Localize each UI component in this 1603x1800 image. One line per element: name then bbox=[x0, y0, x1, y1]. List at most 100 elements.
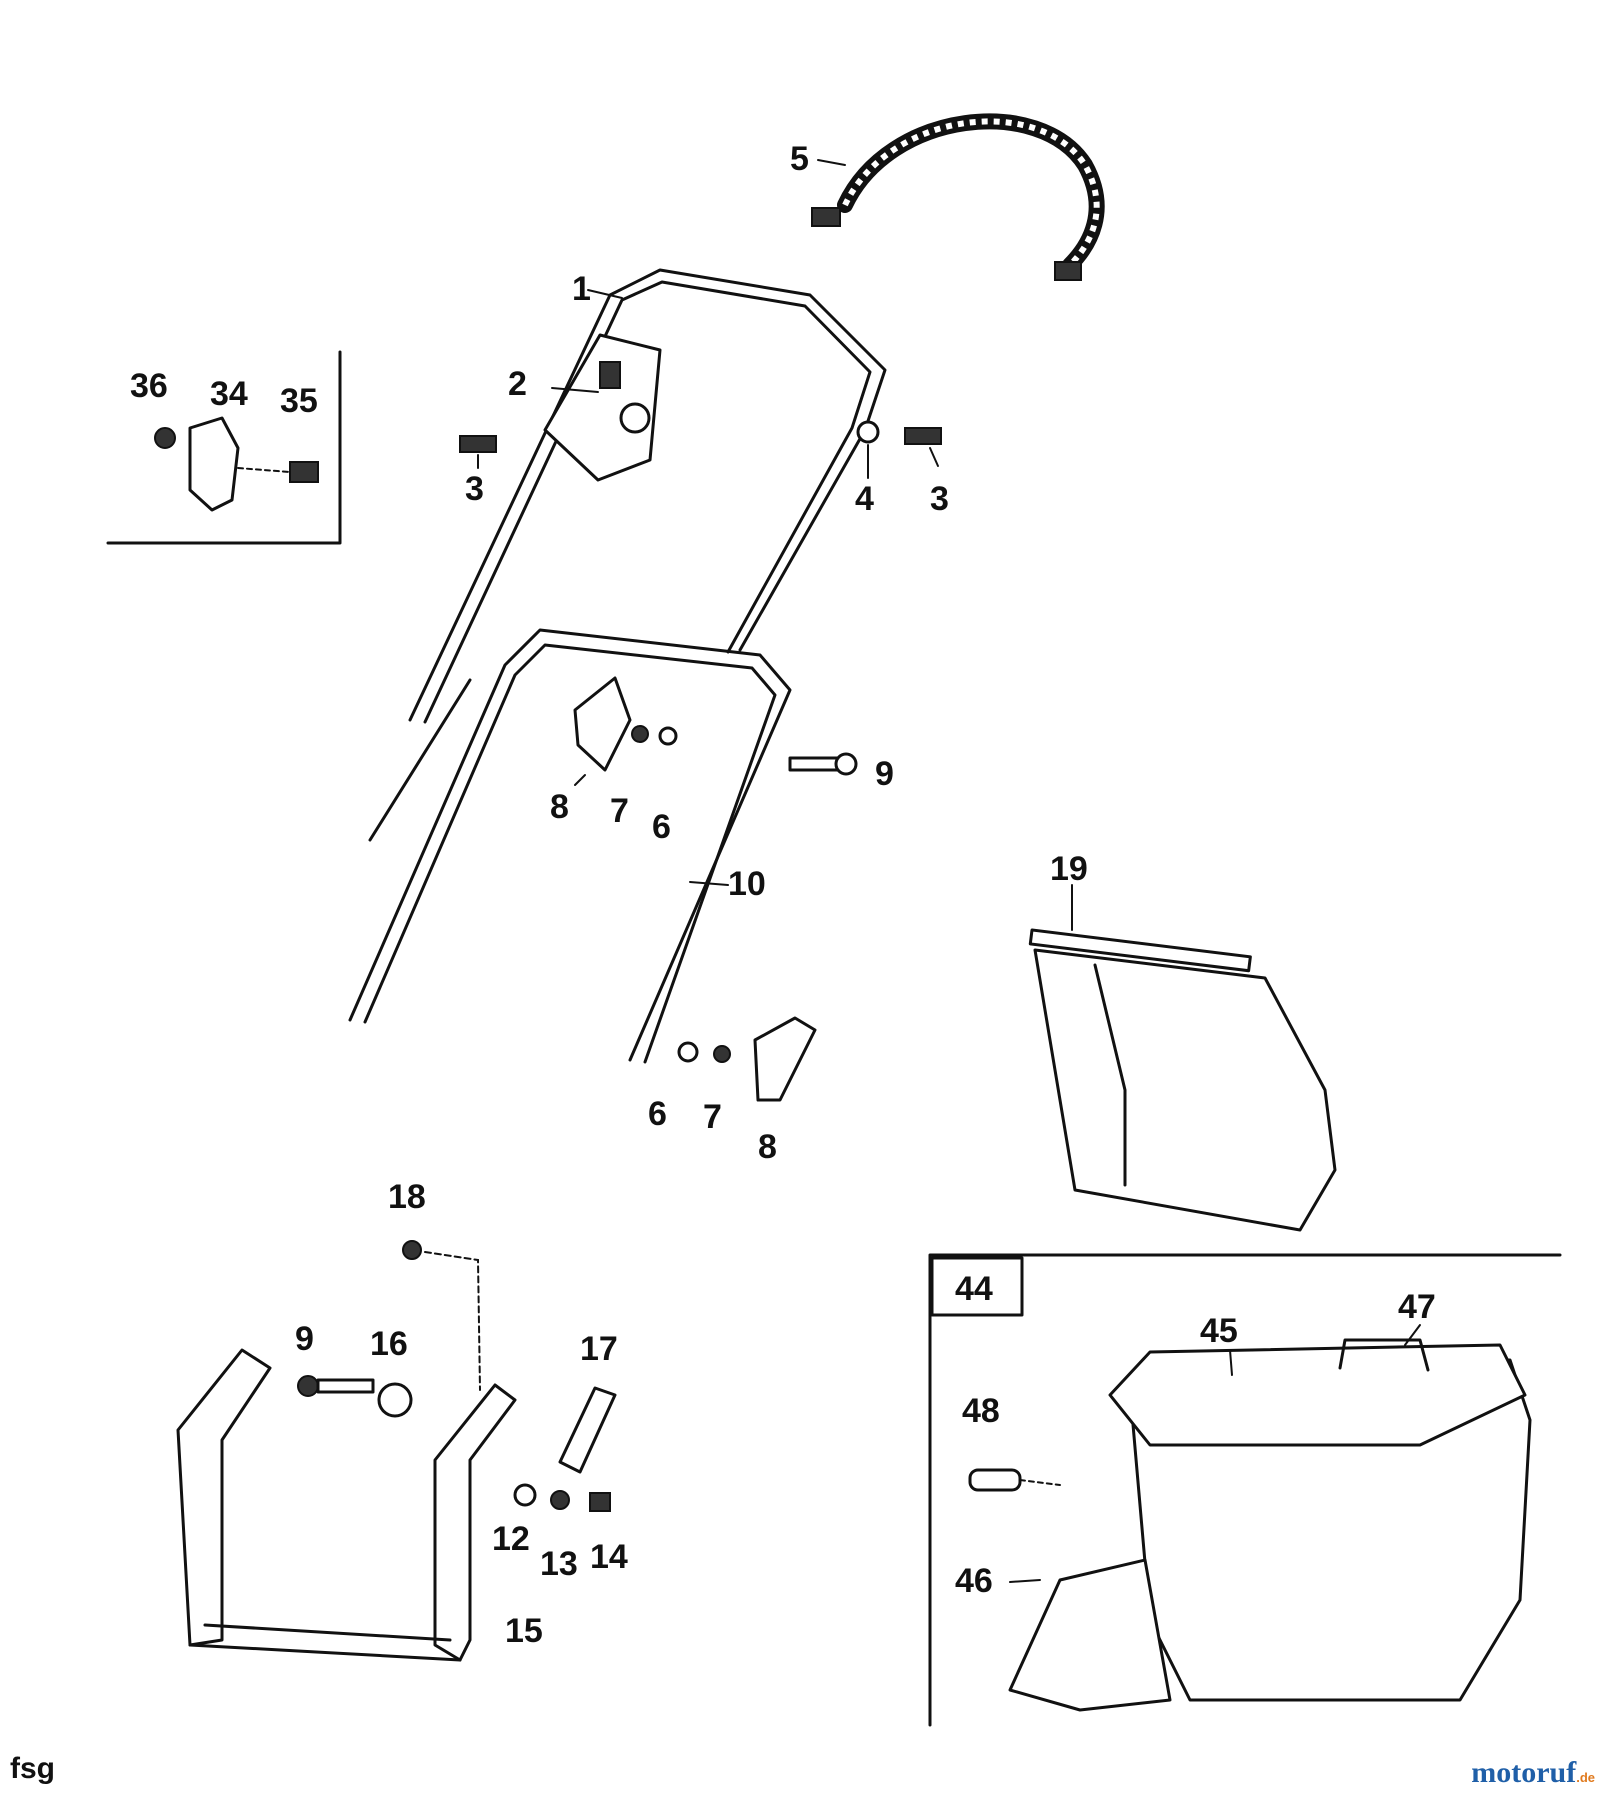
part-14-nut bbox=[589, 1492, 611, 1512]
label-9-lower: 9 bbox=[295, 1320, 314, 1358]
label-47: 47 bbox=[1398, 1288, 1436, 1326]
label-8-upper: 8 bbox=[550, 788, 569, 826]
leader-1 bbox=[587, 289, 623, 299]
brand-name: motoruf bbox=[1471, 1756, 1577, 1789]
part-9-bolt-head-upper bbox=[834, 752, 858, 776]
part-35-screw bbox=[289, 461, 319, 483]
brand-suffix: .de bbox=[1576, 1770, 1595, 1785]
part-2-switch-button bbox=[599, 361, 621, 389]
label-36: 36 bbox=[130, 367, 168, 405]
label-5: 5 bbox=[790, 140, 809, 178]
label-10: 10 bbox=[728, 865, 766, 903]
part-5-cable bbox=[837, 113, 1105, 273]
label-3-right: 3 bbox=[930, 480, 949, 518]
part-19-flap-fold bbox=[1093, 963, 1127, 1187]
leader-5 bbox=[817, 159, 846, 166]
part-7-nut-upper bbox=[631, 725, 649, 743]
lower-handle-left-strut bbox=[368, 678, 472, 842]
part-7-nut-lower bbox=[713, 1045, 731, 1063]
part-5-end-b bbox=[1054, 261, 1082, 281]
part-10-lower-handle-group: 10 bbox=[348, 628, 792, 1064]
label-16: 16 bbox=[370, 1325, 408, 1363]
label-7-upper: 7 bbox=[610, 792, 629, 830]
leader-10 bbox=[689, 881, 729, 886]
grass-catcher-inset-group: 44 45 47 48 46 bbox=[928, 1253, 1562, 1727]
part-3-screw-left bbox=[459, 435, 497, 453]
label-9-upper: 9 bbox=[875, 755, 894, 793]
part-2-switch-box bbox=[543, 333, 662, 482]
part-15-bracket-bottom-inner bbox=[203, 1623, 452, 1642]
part-15-bracket-left-side bbox=[176, 1348, 272, 1647]
part-3-screw-right bbox=[904, 427, 942, 445]
part-5-end-a bbox=[811, 207, 841, 227]
leader-46 bbox=[1009, 1579, 1041, 1583]
leader-48 bbox=[1019, 1479, 1061, 1486]
label-46: 46 bbox=[955, 1562, 993, 1600]
label-6-lower: 6 bbox=[648, 1095, 667, 1133]
knob-set-upper: 8 7 6 9 bbox=[550, 676, 894, 846]
part-47-carry-handle bbox=[1338, 1338, 1430, 1372]
part-8-knob-upper bbox=[573, 676, 632, 772]
label-4: 4 bbox=[855, 480, 874, 518]
label-12: 12 bbox=[492, 1520, 530, 1558]
part-13-nut bbox=[550, 1490, 570, 1510]
leader-18-path bbox=[424, 1251, 481, 1391]
part-48-pin bbox=[968, 1468, 1022, 1492]
part-19-flap-group: 19 bbox=[1028, 850, 1337, 1232]
inset-frame-bottom-right bbox=[928, 1253, 1562, 1727]
label-8-lower: 8 bbox=[758, 1128, 777, 1166]
leader-3-right bbox=[929, 447, 939, 467]
label-2: 2 bbox=[508, 365, 527, 403]
part-3-left-group: 3 bbox=[459, 435, 497, 508]
label-48: 48 bbox=[962, 1392, 1000, 1430]
part-9-bolt-head-lower bbox=[297, 1375, 319, 1397]
part-19-flap-rod bbox=[1028, 928, 1252, 973]
label-6-upper: 6 bbox=[652, 808, 671, 846]
part-8-knob-lower bbox=[753, 1016, 817, 1102]
part-34-clamp bbox=[188, 416, 240, 512]
leader-45 bbox=[1229, 1349, 1233, 1376]
part-12-washer bbox=[513, 1483, 537, 1507]
label-3-left: 3 bbox=[465, 470, 484, 508]
part-10-lower-handle-outer bbox=[348, 628, 792, 1062]
knob-set-lower: 6 7 8 bbox=[648, 1016, 817, 1166]
part-36-nut bbox=[154, 427, 176, 449]
part-15-bracket-right-side bbox=[433, 1383, 517, 1662]
label-44: 44 bbox=[955, 1270, 993, 1308]
part-17-lever bbox=[558, 1386, 617, 1474]
inset-frame-top-left bbox=[106, 350, 342, 545]
label-18: 18 bbox=[388, 1178, 426, 1216]
leader-47 bbox=[1404, 1324, 1421, 1346]
label-7-lower: 7 bbox=[703, 1098, 722, 1136]
part-5-cable-pattern bbox=[842, 118, 1100, 268]
label-34: 34 bbox=[210, 375, 248, 413]
bracket-assembly-group: 9 16 17 18 12 13 14 15 bbox=[176, 1178, 628, 1662]
label-1: 1 bbox=[572, 270, 591, 308]
part-3-4-right-group: 4 3 bbox=[855, 420, 949, 518]
label-13: 13 bbox=[540, 1545, 578, 1583]
label-15: 15 bbox=[505, 1612, 543, 1650]
label-45: 45 bbox=[1200, 1312, 1238, 1350]
diagram-code: fsg bbox=[10, 1752, 55, 1785]
leader-35 bbox=[237, 467, 291, 473]
label-19: 19 bbox=[1050, 850, 1088, 888]
part-46-catcher-chute bbox=[1008, 1558, 1172, 1712]
part-45-catcher-lid bbox=[1108, 1343, 1527, 1447]
part-4-washer bbox=[856, 420, 880, 444]
part-19-flap-body bbox=[1033, 948, 1337, 1232]
part-9-bolt-lower bbox=[316, 1378, 375, 1394]
leader-8-upper bbox=[574, 774, 586, 786]
label-14: 14 bbox=[590, 1538, 628, 1576]
leader-2 bbox=[551, 387, 599, 393]
inset-clamp-group: 36 34 35 bbox=[106, 350, 342, 545]
label-35: 35 bbox=[280, 382, 318, 420]
part-10-lower-handle-inner bbox=[363, 643, 777, 1064]
part-2-switch-group: 2 bbox=[508, 333, 662, 482]
part-2-switch-knob bbox=[619, 402, 651, 434]
part-5-cable-group: 5 bbox=[790, 113, 1105, 281]
part-6-washer-lower bbox=[677, 1041, 699, 1063]
label-17: 17 bbox=[580, 1330, 618, 1368]
part-15-bracket-bottom bbox=[188, 1643, 462, 1662]
